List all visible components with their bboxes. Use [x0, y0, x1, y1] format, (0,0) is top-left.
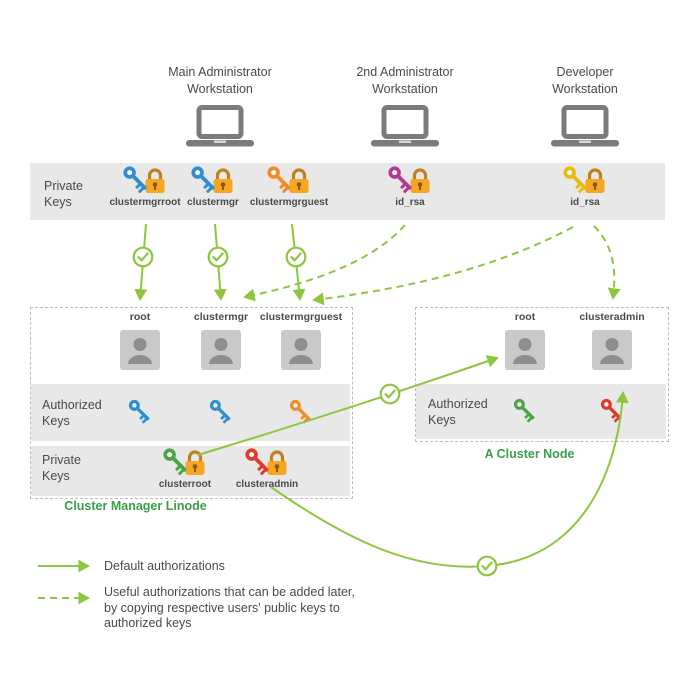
key-icon: [559, 162, 593, 196]
private-key-clusteradmin: clusteradmin: [222, 448, 312, 490]
key-icon: [159, 444, 193, 478]
authorized-key-icon-green: [510, 395, 540, 425]
authorized-key-icon-red: [597, 395, 627, 425]
user-icon-manager-clustermgrguest: [281, 330, 321, 370]
private-key-clustermgrguest: clustermgrguest: [244, 166, 334, 208]
manager-private-keys-label: Private Keys: [42, 453, 81, 484]
key-label: clustermgrguest: [249, 197, 329, 208]
authorized-key-icon-blue-1: [125, 396, 155, 426]
check-icon: [132, 246, 154, 268]
user-icon-manager-root: [120, 330, 160, 370]
private-key-clusterroot: clusterroot: [140, 448, 230, 490]
top-private-keys-band-label: Private Keys: [44, 179, 83, 210]
arrow-clustermgrguest-to-clustermgrguest: [291, 223, 306, 301]
dashed-arrow-developer-idrsa-to-clustermgrguest: [312, 226, 574, 306]
key-icon: [241, 444, 275, 478]
key-lock-icon: [161, 448, 209, 477]
arrow-clustermgrroot-to-root: [134, 223, 148, 301]
authorized-key-icon-orange: [286, 396, 316, 426]
key-lock-icon: [243, 448, 291, 477]
workstation-label-main-admin: Main Administrator Workstation: [168, 65, 272, 96]
legend-dashed-label: Useful authorizations that can be added …: [104, 585, 444, 632]
key-lock-icon: [265, 166, 313, 195]
authorized-key-icon-blue-2: [206, 396, 236, 426]
legend-dashed-line-2: by copying respective users' public keys…: [104, 600, 340, 615]
key-lock-icon: [386, 166, 434, 195]
user-icon-manager-clustermgr: [201, 330, 241, 370]
node-user-label-clusteradmin: clusteradmin: [579, 311, 645, 323]
laptop-icon-2nd-admin: [371, 105, 439, 151]
key-icon: [119, 162, 153, 196]
manager-user-label-root: root: [129, 311, 151, 323]
private-key-clustermgr: clustermgr: [168, 166, 258, 208]
dashed-arrow-developer-idrsa-to-clusteradmin: [593, 225, 621, 300]
laptop-icon-main-admin: [186, 105, 254, 151]
key-label: id_rsa: [570, 197, 600, 208]
key-lock-icon: [121, 166, 169, 195]
key-label: id_rsa: [395, 197, 425, 208]
user-icon-node-root: [505, 330, 545, 370]
manager-authorized-keys-label: Authorized Keys: [42, 398, 102, 429]
private-key-2ndadmin-idrsa: id_rsa: [365, 166, 455, 208]
node-authorized-keys-label: Authorized Keys: [428, 397, 488, 428]
key-label: clusteradmin: [235, 479, 299, 490]
key-label: clustermgrroot: [109, 197, 181, 208]
workstation-label-developer: Developer Workstation: [552, 65, 618, 96]
key-icon: [187, 162, 221, 196]
check-icon: [207, 246, 229, 268]
key-label: clusterroot: [158, 479, 212, 490]
node-user-label-root: root: [514, 311, 536, 323]
key-lock-icon: [561, 166, 609, 195]
key-label: clustermgr: [187, 197, 239, 208]
workstation-label-2nd-admin: 2nd Administrator Workstation: [356, 65, 454, 96]
check-icon: [476, 555, 498, 577]
manager-user-label-clustermgr: clustermgr: [193, 311, 249, 323]
cluster-manager-title: Cluster Manager Linode: [64, 499, 207, 513]
legend-dashed-line-1: Useful authorizations that can be added …: [104, 585, 355, 599]
legend-dashed-line-3: authorized keys: [104, 616, 192, 631]
private-key-clustermgrroot: clustermgrroot: [100, 166, 190, 208]
cluster-node-title: A Cluster Node: [484, 447, 575, 461]
manager-user-label-clustermgrguest: clustermgrguest: [259, 311, 343, 323]
dashed-arrow-2ndadmin-idrsa-to-clustermgr: [243, 224, 406, 302]
check-icon: [285, 246, 307, 268]
legend-solid-label: Default authorizations: [104, 559, 225, 573]
laptop-icon-developer: [551, 105, 619, 151]
key-icon: [263, 162, 297, 196]
private-key-developer-idrsa: id_rsa: [540, 166, 630, 208]
key-icon: [384, 162, 418, 196]
key-lock-icon: [189, 166, 237, 195]
user-icon-node-clusteradmin: [592, 330, 632, 370]
arrow-clustermgr-to-clustermgr: [213, 223, 227, 301]
check-icon: [379, 383, 401, 405]
